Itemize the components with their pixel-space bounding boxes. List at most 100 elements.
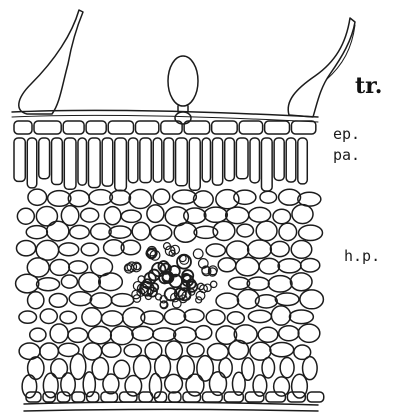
spongy-cell (206, 310, 225, 325)
spongy-cell (40, 309, 57, 324)
spongy-cell (253, 375, 267, 396)
spongy-cell (132, 222, 150, 240)
spongy-cell (153, 328, 176, 341)
spongy-cell (22, 375, 37, 398)
spongy-cell (61, 275, 77, 288)
spongy-parenchyma-cells (16, 189, 324, 398)
spongy-cell (226, 207, 249, 223)
palisade-cell (164, 138, 174, 182)
spongy-cell (69, 261, 88, 274)
spongy-cell (103, 374, 119, 394)
palisade-cell (298, 138, 307, 184)
spongy-cell (104, 207, 120, 225)
spongy-cell (124, 344, 141, 356)
epidermis-cells (14, 121, 316, 134)
spongy-cell (164, 309, 185, 324)
vascular-cell (196, 291, 205, 300)
spongy-cell (273, 209, 291, 223)
spongy-cell (88, 326, 111, 343)
epidermis-cell (239, 121, 262, 134)
lower-epidermis-cell (307, 392, 323, 402)
spongy-cell (99, 273, 123, 291)
palisade-cell (153, 138, 162, 182)
spongy-cell (125, 376, 142, 396)
spongy-cell (278, 259, 301, 273)
spongy-cell (174, 327, 197, 343)
spongy-cell (262, 358, 275, 378)
spongy-cell (279, 189, 301, 205)
vascular-cell (172, 299, 181, 308)
spongy-cell (279, 223, 297, 240)
glandular-hair-head (168, 56, 198, 106)
palisade-cell (39, 138, 50, 179)
trichome-right (288, 18, 355, 117)
spongy-cell (172, 190, 196, 204)
spongy-cell (291, 241, 312, 259)
spongy-cell (16, 274, 39, 293)
palisade-cell (189, 138, 200, 190)
vascular-cell (193, 249, 203, 259)
epidermis-cell (265, 121, 290, 134)
vascular-cell (138, 276, 145, 283)
trichome-left (19, 10, 83, 114)
epidermis-cell (291, 121, 315, 134)
section-drawing (12, 10, 355, 411)
spongy-cell (206, 244, 225, 257)
spongy-cell (81, 243, 98, 256)
spongy-cell (102, 342, 121, 357)
spongy-cell (165, 374, 183, 393)
spongy-cell (289, 310, 313, 324)
vascular-cell (211, 281, 217, 287)
spongy-cell (280, 357, 294, 377)
spongy-cell (89, 190, 113, 205)
spongy-cell (270, 241, 289, 256)
palisade-cell (52, 138, 63, 185)
palisade-cell (274, 138, 284, 180)
spongy-cell (132, 326, 154, 340)
spongy-cell (47, 221, 69, 241)
palisade-cell (102, 138, 113, 186)
trichome-right-outline (326, 25, 355, 80)
spongy-cell (70, 225, 90, 238)
spongy-cell (59, 243, 79, 256)
spongy-cell (43, 373, 58, 398)
spongy-cell (219, 358, 232, 378)
spongy-cell (247, 277, 269, 290)
spongy-cell (30, 328, 46, 341)
spongy-cell (37, 278, 60, 291)
palisade-cell (286, 138, 296, 182)
spongy-cell (50, 324, 68, 343)
spongy-cell (299, 225, 323, 240)
spongy-cell (275, 293, 299, 305)
spongy-cell (129, 189, 151, 208)
spongy-cell (184, 208, 206, 223)
spongy-cell (48, 191, 71, 207)
spongy-cell (79, 273, 101, 292)
spongy-cell (234, 190, 256, 204)
palisade-cell (212, 138, 222, 185)
spongy-cell (69, 292, 92, 306)
epidermis-cell (135, 121, 158, 134)
spongy-cell (19, 311, 37, 323)
spongy-cell (292, 205, 313, 224)
palisade-cell (225, 138, 235, 181)
epidermis-cell (212, 121, 238, 134)
spongy-cell (187, 343, 204, 357)
spongy-cell (236, 257, 259, 275)
palisade-cell (64, 138, 76, 189)
palisade-cell (236, 138, 248, 179)
spongy-cell (248, 240, 272, 258)
epidermis-cell (14, 121, 32, 134)
spongy-cell (28, 357, 44, 379)
palisade-cell (176, 138, 188, 186)
spongy-cell (51, 359, 68, 378)
spongy-cell (274, 377, 290, 396)
epidermis-cell (108, 121, 133, 134)
spongy-cell (229, 340, 249, 359)
spongy-cell (260, 191, 277, 203)
spongy-cell (213, 221, 235, 240)
spongy-cell (81, 208, 99, 222)
epidermis-cell (34, 121, 61, 134)
spongy-cell (109, 226, 131, 238)
